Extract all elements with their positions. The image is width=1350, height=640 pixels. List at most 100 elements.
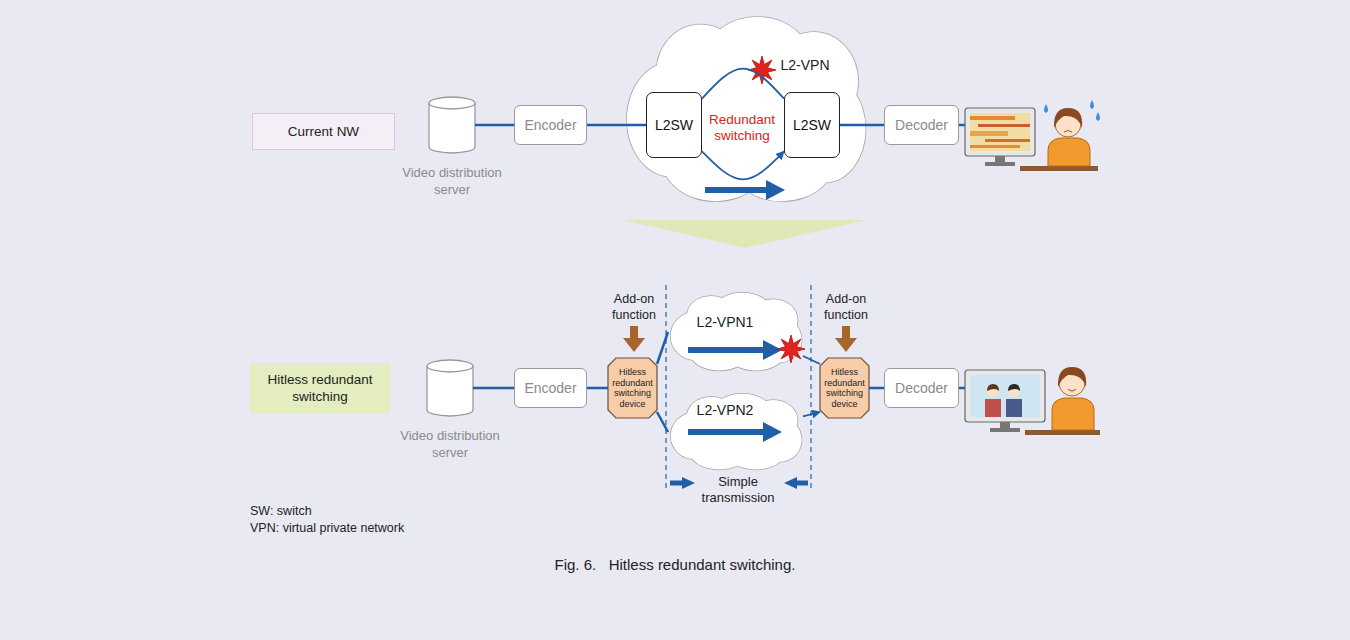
addon-arrow-shaft bbox=[630, 326, 638, 340]
span-arrow-shaft bbox=[670, 481, 684, 486]
video-wire bbox=[959, 124, 966, 127]
monitor-clear bbox=[965, 370, 1045, 432]
annotation-label: SW: switch bbox=[250, 503, 550, 519]
vpn-cloud-outline bbox=[668, 292, 803, 372]
sweat-drop bbox=[1044, 104, 1048, 113]
cylinder-body bbox=[427, 366, 473, 416]
encoder-label: Encoder bbox=[524, 117, 576, 133]
connector bbox=[702, 151, 784, 179]
annotation-label: Add-on function bbox=[806, 291, 886, 323]
presenter-head bbox=[987, 385, 999, 397]
sweat-drop bbox=[1096, 112, 1100, 121]
switching-device: Hitless redundant switching device bbox=[820, 358, 869, 418]
switch-label: L2SW bbox=[793, 117, 831, 134]
server-cylinder: Video distribution server bbox=[429, 97, 475, 153]
encoder-box: Encoder bbox=[514, 105, 587, 145]
server-label: Video distribution server bbox=[392, 164, 512, 198]
method-label-box: Hitless redundant switching bbox=[250, 363, 390, 413]
noise-stripe bbox=[970, 145, 1020, 148]
sweat-drop bbox=[1090, 100, 1094, 109]
fault-burst bbox=[777, 335, 805, 363]
annotation-label: Add-on function bbox=[594, 291, 674, 323]
cylinder-top bbox=[429, 97, 475, 109]
vpn-cloud: L2-VPN1 bbox=[668, 292, 803, 372]
addon-arrow-head bbox=[835, 338, 857, 352]
flow-arrow-shaft bbox=[688, 429, 765, 435]
device-label: Hitless redundant switching device bbox=[822, 367, 867, 409]
viewer-mouth bbox=[1064, 131, 1072, 133]
viewer-body bbox=[1048, 138, 1090, 166]
viewer-head bbox=[1059, 370, 1085, 396]
encoder-box: Encoder bbox=[514, 368, 587, 408]
viewer-mouth bbox=[1068, 389, 1076, 391]
connector bbox=[475, 124, 514, 127]
figure-caption: Fig. 6. Hitless redundant switching. bbox=[375, 556, 975, 573]
annotation-label: Simple transmission bbox=[693, 474, 783, 506]
cylinder-top bbox=[427, 360, 473, 372]
flow-arrow-shaft bbox=[705, 187, 768, 193]
device-octagon bbox=[820, 358, 869, 418]
connector bbox=[657, 332, 668, 364]
connector bbox=[473, 387, 514, 390]
l2-switch-box: L2SW bbox=[784, 92, 840, 158]
monitor-garbled bbox=[965, 108, 1035, 166]
server-cylinder-outline bbox=[429, 97, 475, 153]
addon-arrow-head bbox=[623, 338, 645, 352]
cloud-label: L2-VPN1 bbox=[690, 314, 760, 331]
switching-device: Hitless redundant switching device bbox=[608, 358, 657, 418]
cloud-fill bbox=[688, 308, 783, 356]
boundary-dash bbox=[810, 285, 811, 492]
fault-burst bbox=[748, 56, 776, 84]
connector bbox=[803, 412, 820, 416]
monitor-screen bbox=[970, 375, 1040, 417]
switch-label: L2SW bbox=[655, 117, 693, 134]
presenter-hair bbox=[1008, 384, 1020, 391]
span-arrow-head bbox=[784, 477, 797, 489]
device-octagon bbox=[608, 358, 657, 418]
flow-arrow-head bbox=[766, 180, 785, 200]
presenter-hair bbox=[987, 384, 999, 391]
cylinder-body bbox=[429, 103, 475, 153]
cloud-shape bbox=[671, 394, 802, 470]
vpn-cloud: L2-VPN2 bbox=[668, 393, 803, 471]
flow-arrow-head bbox=[763, 340, 782, 360]
server-cylinder-outline bbox=[427, 360, 473, 416]
monitor-frame bbox=[965, 370, 1045, 422]
viewer-hair bbox=[1054, 108, 1082, 128]
connector bbox=[657, 412, 668, 432]
connector bbox=[869, 387, 884, 390]
presenter-body bbox=[1006, 399, 1022, 417]
annotation-label: VPN: virtual private network bbox=[250, 520, 550, 536]
monitor-stand bbox=[1000, 422, 1010, 428]
transition-arrow bbox=[624, 220, 866, 248]
monitor-base bbox=[990, 428, 1020, 432]
row-label: Hitless redundant switching bbox=[260, 371, 380, 405]
noise-stripe bbox=[978, 124, 1030, 127]
span-arrow-shaft bbox=[795, 481, 808, 486]
connector-group bbox=[473, 69, 884, 432]
decoder-box: Decoder bbox=[884, 105, 959, 145]
desk bbox=[1020, 166, 1098, 171]
cloud-shape bbox=[671, 293, 802, 371]
l2-switch-box: L2SW bbox=[646, 92, 702, 158]
desk bbox=[1025, 430, 1100, 435]
presenter-head bbox=[1008, 385, 1020, 397]
span-arrow-head bbox=[682, 477, 695, 489]
viewer-worried bbox=[1020, 100, 1100, 171]
cloud-label: L2-VPN bbox=[770, 57, 840, 74]
network-label-box: Current NW bbox=[252, 113, 395, 150]
noise-stripe bbox=[985, 139, 1030, 142]
device-label: Hitless redundant switching device bbox=[610, 367, 655, 409]
monitor-base bbox=[985, 162, 1015, 166]
server-label: Video distribution server bbox=[390, 427, 510, 461]
connector bbox=[803, 356, 820, 364]
row-label: Current NW bbox=[288, 124, 359, 139]
viewer-happy bbox=[1025, 367, 1100, 435]
boundary-dash bbox=[665, 285, 666, 492]
cloud-shape bbox=[627, 17, 866, 201]
decoder-label: Decoder bbox=[895, 380, 948, 396]
noise-stripe bbox=[970, 131, 1008, 136]
vpn-cloud: L2-VPN L2SW L2SW bbox=[622, 15, 868, 205]
connector bbox=[702, 69, 784, 99]
